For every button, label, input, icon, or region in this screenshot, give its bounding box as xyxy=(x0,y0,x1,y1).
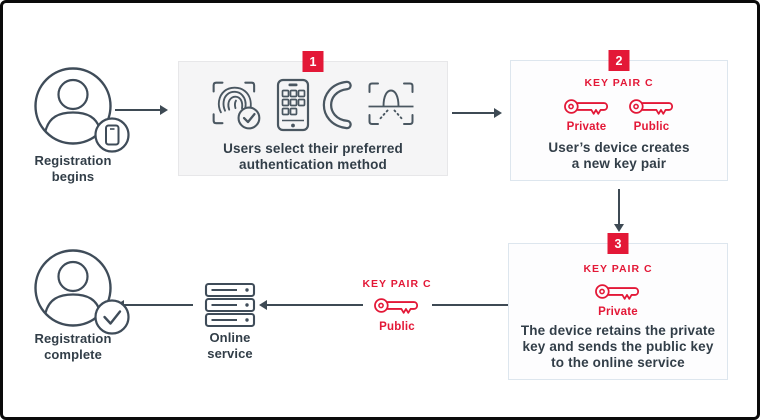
transfer-public-label: Public xyxy=(379,321,415,333)
key-icon xyxy=(595,284,640,300)
auth-method-icons xyxy=(210,78,416,132)
step3-caption: The device retains the private key and s… xyxy=(520,323,716,371)
step2-badge: 2 xyxy=(608,50,630,71)
key-icon xyxy=(563,99,608,115)
registration-begins-label: Registration begins xyxy=(34,153,112,184)
online-service-label: Online service xyxy=(207,330,253,361)
face-scan-icon xyxy=(368,82,414,125)
fingerprint-icon xyxy=(212,81,261,130)
user-avatar-check-icon xyxy=(34,249,130,335)
arrow-step1-to-step2 xyxy=(452,108,502,118)
step2-caption: User’s device creates a new key pair xyxy=(548,140,690,172)
server-icon xyxy=(204,282,256,328)
step1-box: 1 xyxy=(178,51,448,176)
registration-complete-label: Registration complete xyxy=(34,331,112,362)
transfer-keypair-title: KEY PAIR C xyxy=(362,278,432,290)
key-icon xyxy=(374,298,419,314)
step3-box: 3 KEY PAIR C Private The device retains … xyxy=(508,233,728,380)
keypad-phone-icon xyxy=(276,78,310,132)
line-step3-to-key xyxy=(432,304,508,306)
public-key-transfer: KEY PAIR C Public xyxy=(340,278,454,333)
phone-handset-icon xyxy=(322,80,352,130)
user-avatar-phone-icon xyxy=(34,67,130,153)
arrow-start-to-step1 xyxy=(115,105,168,115)
key-icon xyxy=(628,99,673,115)
step2-keypair-title: KEY PAIR C xyxy=(584,77,654,89)
step2-private-label: Private xyxy=(566,121,607,133)
step2-box: 2 KEY PAIR C Private Public User’s d xyxy=(510,50,728,181)
step1-caption: Users select their preferred authenticat… xyxy=(223,141,403,173)
step3-badge: 3 xyxy=(607,233,629,254)
arrow-step2-to-step3 xyxy=(614,189,624,232)
step3-keypair-title: KEY PAIR C xyxy=(583,263,653,275)
step2-public-label: Public xyxy=(633,121,670,133)
step1-badge: 1 xyxy=(302,51,324,72)
step3-private-label: Private xyxy=(598,306,638,318)
arrow-key-to-server xyxy=(259,300,363,310)
